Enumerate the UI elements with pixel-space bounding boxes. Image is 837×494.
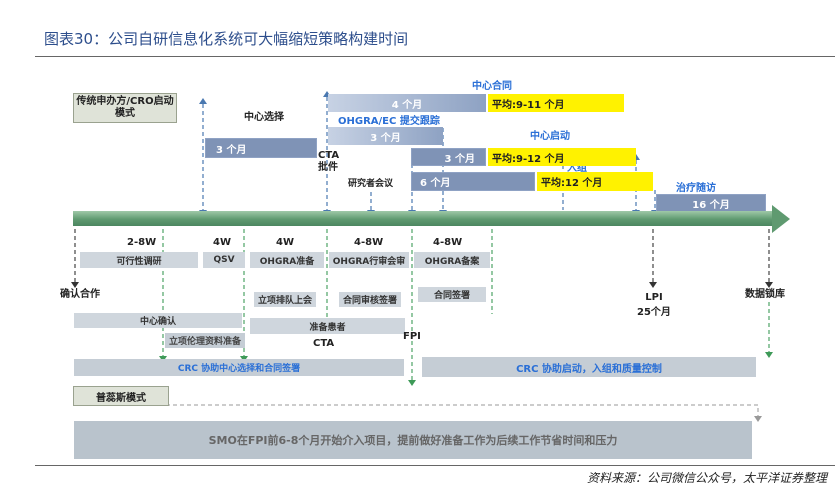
source-note: 资料来源：公司微信公众号，太平洋证券整理 xyxy=(586,471,827,485)
start-bar: 3 个月 xyxy=(411,148,486,166)
timeline-bar xyxy=(73,211,773,226)
enrollment-label: 入组 xyxy=(567,163,587,174)
followup-bar: 16 个月 xyxy=(656,194,766,212)
phase-duration-2: 4W xyxy=(213,237,231,248)
phase-duration-3: 4W xyxy=(276,237,294,248)
phase-task-3: OHGRA准备 xyxy=(250,252,324,268)
ohgra-bar: 3 个月 xyxy=(328,127,443,145)
patient-prep-box: 准备患者 xyxy=(250,318,405,334)
center-start-label: 中心启动 xyxy=(530,131,570,142)
phase-task-4: OHGRA行审会审 xyxy=(329,252,409,268)
lpi-label: LPI 25个月 xyxy=(637,292,671,318)
timeline-arrow-icon xyxy=(772,205,790,233)
confirm-coop-label: 确认合作 xyxy=(60,289,100,300)
crc-right-bar: CRC 协助启动，入组和质量控制 xyxy=(422,357,756,377)
page-title: 图表30：公司自研信息化系统可大幅缩短策略构建时间 xyxy=(44,30,409,48)
treatment-followup-label: 治疗随访 xyxy=(676,183,716,194)
select-bar: 3 个月 xyxy=(205,138,317,158)
center-select-label: 中心选择 xyxy=(244,112,284,123)
smo-note-box: SMO在FPI前6-8个月开始介入项目，提前做好准备工作为后续工作节省时间和压力 xyxy=(74,421,752,459)
db-lock-label: 数据锁库 xyxy=(745,289,785,300)
phase-task-1: 可行性调研 xyxy=(80,252,198,268)
phase-task-5: OHGRA备案 xyxy=(414,252,490,268)
center-contract-label: 中心合同 xyxy=(472,81,512,92)
phase-duration-4: 4-8W xyxy=(354,237,384,248)
project-meeting-box: 立项排队上会 xyxy=(254,292,316,307)
enroll-average: 平均:12 个月 xyxy=(537,172,653,191)
contract-review-box: 合同审核签署 xyxy=(339,292,401,307)
start-average: 平均:9-12 个月 xyxy=(488,148,636,166)
phase-duration-5: 4-8W xyxy=(433,237,463,248)
top-rule xyxy=(35,56,835,57)
traditional-mode-box: 传统申办方/CRO启动模式 xyxy=(73,93,177,123)
contract-sign-box: 合同签署 xyxy=(418,287,486,302)
prs-mode-box: 普蕊斯模式 xyxy=(73,386,169,406)
contract-bar: 4 个月 xyxy=(328,94,486,112)
phase-duration-1: 2-8W xyxy=(127,237,157,248)
ohgra-ec-label: OHGRA/EC 提交跟踪 xyxy=(338,116,440,127)
enroll-bar: 6 个月 xyxy=(411,172,535,191)
crc-left-bar: CRC 协助中心选择和合同签署 xyxy=(74,359,404,376)
cta-approval-label: CTA 批件 xyxy=(318,150,340,173)
fpi-label: FPI xyxy=(403,331,421,342)
investigator-meeting-label: 研究者会议 xyxy=(348,179,394,189)
center-approval-box: 中心确认 xyxy=(74,313,242,328)
cta-label: CTA xyxy=(313,338,335,349)
phase-task-2: QSV xyxy=(203,252,245,268)
contract-average: 平均:9-11 个月 xyxy=(488,94,624,112)
ethics-prep-box: 立项伦理资料准备 xyxy=(165,333,245,348)
bottom-rule xyxy=(35,465,835,466)
